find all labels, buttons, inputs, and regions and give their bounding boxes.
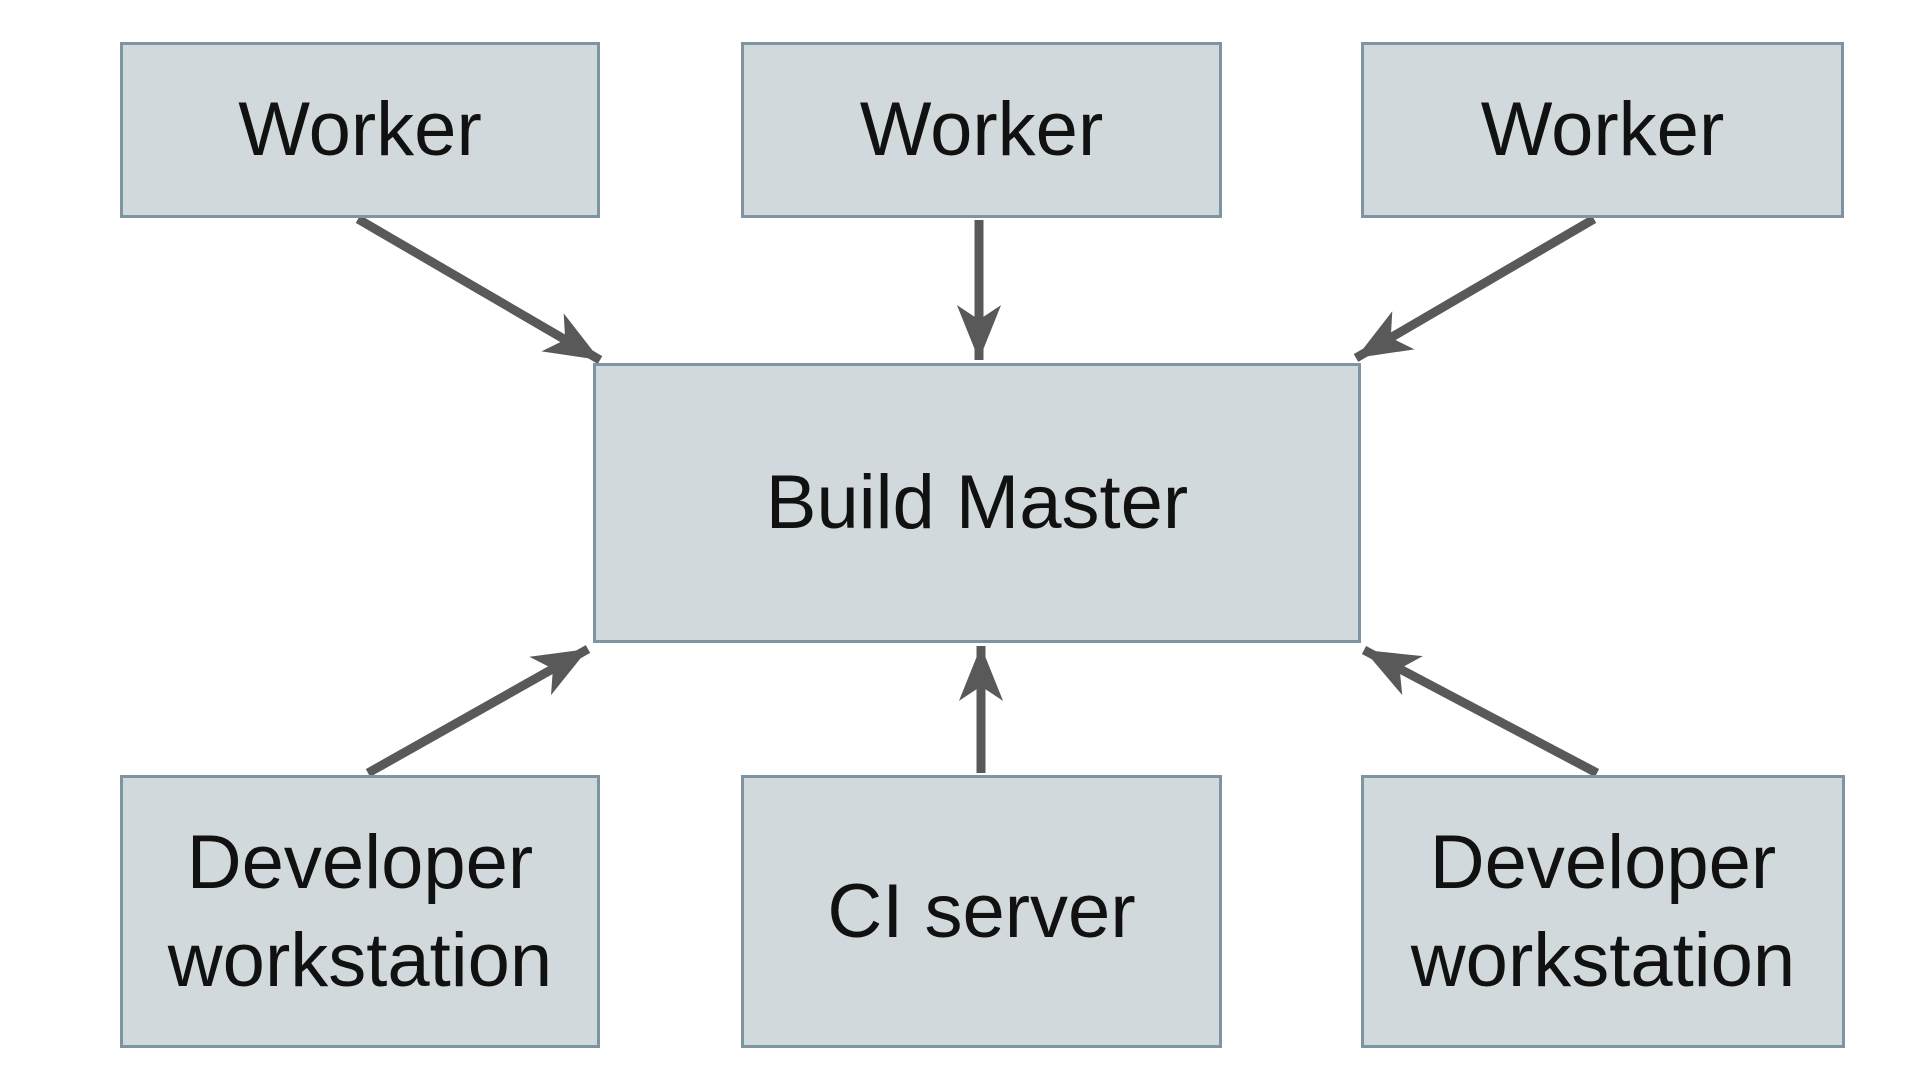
edge-worker-1-to-build-master [355, 215, 603, 364]
node-worker-1-label: Worker [238, 87, 482, 173]
node-developer-workstation-1: Developer workstation [120, 775, 600, 1048]
edge-developer-workstation-1-to-build-master [365, 645, 591, 777]
node-worker-2: Worker [741, 42, 1222, 218]
node-ci-server-label: CI server [827, 868, 1136, 954]
node-developer-workstation-2-label: Developer workstation [1410, 820, 1796, 1003]
node-ci-server: CI server [741, 775, 1222, 1048]
node-worker-3: Worker [1361, 42, 1844, 218]
node-worker-1: Worker [120, 42, 600, 218]
node-build-master: Build Master [593, 363, 1361, 643]
node-build-master-label: Build Master [765, 460, 1189, 546]
edge-developer-workstation-2-to-build-master [1361, 646, 1600, 777]
node-developer-workstation-1-label: Developer workstation [167, 820, 553, 1003]
edge-worker-3-to-build-master [1353, 215, 1597, 362]
node-worker-3-label: Worker [1480, 87, 1725, 173]
node-developer-workstation-2: Developer workstation [1361, 775, 1845, 1048]
node-worker-2-label: Worker [859, 87, 1104, 173]
